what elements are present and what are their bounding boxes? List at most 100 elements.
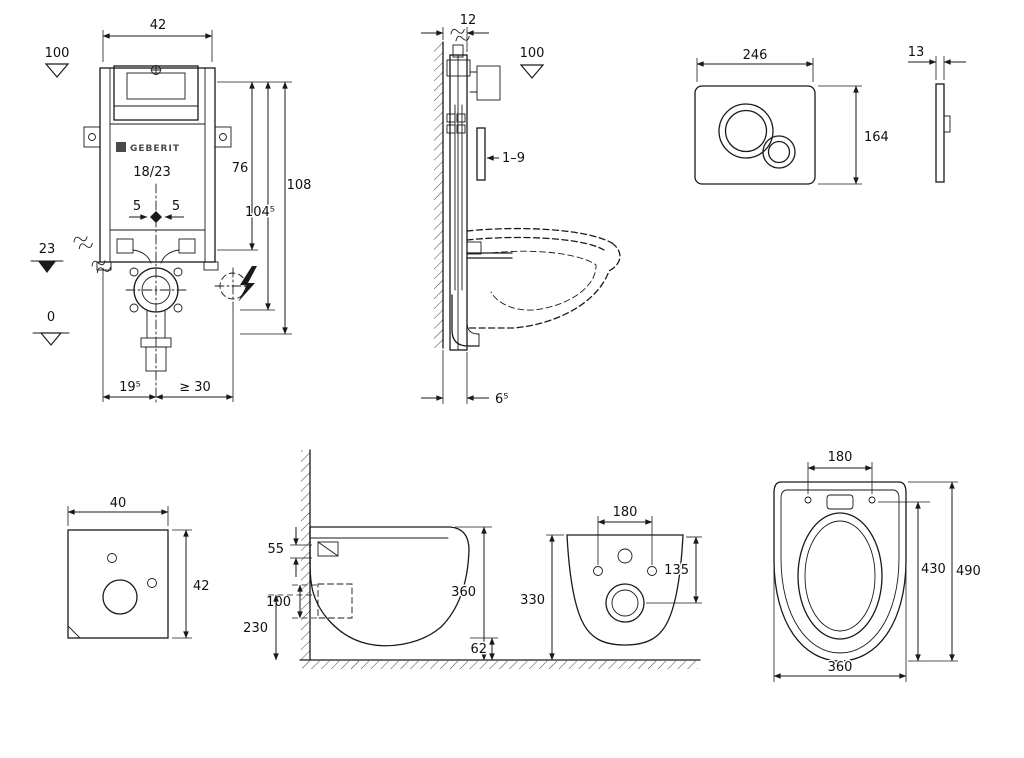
dim-width-246: 246 [696,47,814,82]
wc-pan-top-inner-line [780,489,900,654]
dim-height-42: 42 [172,529,211,639]
dim-40-label: 40 [110,496,127,511]
dim-430: 430 [878,501,947,662]
dim-height-104-5: 104⁵ [240,81,277,311]
drain-elbow [451,294,480,347]
dim-depth-12: 12 [421,12,489,52]
flush-plate-side-outline [935,83,945,183]
wall-hatch [301,450,310,660]
dim-height-76: 76 [217,81,292,251]
dim-offset-19-5: 19⁵ [102,268,234,402]
dim-offset-5-right: 5 [164,198,184,220]
geberit-logo-text: GEBERIT [130,144,180,154]
mat-outline [67,529,169,639]
dim-76-label: 76 [232,161,249,176]
dim-12-label: 12 [460,13,477,28]
dim-inlet-18-23: 18/23 [132,164,172,223]
water-inlet-hole [617,548,633,564]
lightning-bolt-icon [238,266,257,302]
fixing-bolts [466,252,513,259]
cistern-tank [113,65,199,121]
wall-fixing-detail [317,541,339,557]
dim-min-30-label: ≥ 30 [179,380,211,395]
cistern-side-view: 100 1–9 [421,12,621,409]
wc-pan-top-view: 180 490 430 360 [773,449,982,682]
electrical-connection-mark [214,266,257,305]
dim-5-left-label: 5 [133,199,141,214]
flush-plate-side-view: 13 [906,44,966,183]
dim-230-label: 230 [243,621,268,636]
fill-valve-assembly [446,25,501,101]
level-100-side-label: 100 [520,46,545,61]
dim-42-label: 42 [150,18,167,33]
dim-range-1-9: 1–9 [486,150,527,168]
dim-230: 230 [242,594,316,661]
small-flush-button [762,135,796,169]
level-mark-23: 23 [30,241,64,273]
dim-offset-6-5: 6⁵ [421,350,510,409]
geberit-logo: GEBERIT [116,142,180,154]
floor-hatch [302,661,698,669]
dim-360-top-label: 360 [828,660,853,675]
big-flush-button [718,103,774,159]
dim-104-5-label: 104⁵ [245,205,275,220]
bolt-mark-right [868,496,876,504]
wc-pan-front-outline [566,534,684,646]
dim-180-front: 180 [597,504,653,565]
bolt-hole-right [647,566,657,576]
section-diamond-icon [150,211,162,223]
outlet-hole [605,583,645,623]
insulation-mat-view: 40 42 [67,495,211,639]
adjustment-buttons [446,113,466,134]
flush-bend-fittings [116,238,196,313]
level-0-label: 0 [47,310,55,325]
dim-430-label: 430 [921,562,946,577]
dim-depth-13: 13 [906,44,966,80]
outlet-dashed-box [317,583,353,619]
dim-246-label: 246 [743,48,768,63]
dim-42-mat-label: 42 [193,579,210,594]
frame-outline [83,67,232,271]
wc-pan-side-view: 55 100 230 360 62 [242,449,701,669]
drain-outlet [133,267,179,372]
bowl-opening [797,512,883,640]
dim-height-164: 164 [818,85,890,185]
water-supply-squiggle-icon [72,232,112,276]
wc-pan-top-outline [773,481,907,662]
dim-5-right-label: 5 [172,199,180,214]
dim-13-label: 13 [908,45,925,60]
protection-box [476,65,501,101]
plate-clip [943,115,951,133]
dim-100-label: 100 [266,595,291,610]
dim-360-top: 360 [773,566,907,682]
flush-plate-front-view: 246 164 [694,47,890,185]
bolt-mark-left [804,496,812,504]
dim-height-108: 108 [240,81,313,335]
level-mark-100-side: 100 [518,45,546,79]
dim-62: 62 [469,637,498,661]
wc-pan-front-view: 180 135 330 [519,504,702,661]
level-mark-100: 100 [43,45,71,78]
dim-490: 490 [908,481,982,662]
bolt-hole-left [593,566,603,576]
mat-hole-small-2 [147,578,157,588]
mounting-bracket [466,241,482,255]
dim-18-23-label: 18/23 [133,165,170,180]
cistern-front-view: GEBERIT [30,17,313,403]
mat-hole-large [102,579,138,615]
dim-330: 330 [519,534,564,661]
dim-164-label: 164 [864,130,889,145]
dim-width-42: 42 [102,17,213,62]
level-23-label: 23 [39,242,56,257]
dim-180-top: 180 [807,449,873,494]
wall-hatch [434,42,443,348]
flush-plate-edge [476,127,486,181]
dim-135: 135 [646,536,702,604]
dim-360-side: 360 [450,526,492,661]
dim-55-label: 55 [267,542,284,557]
flush-inlet-mark [826,494,854,510]
dim-135-label: 135 [664,563,689,578]
wc-pan-profile [309,526,470,647]
